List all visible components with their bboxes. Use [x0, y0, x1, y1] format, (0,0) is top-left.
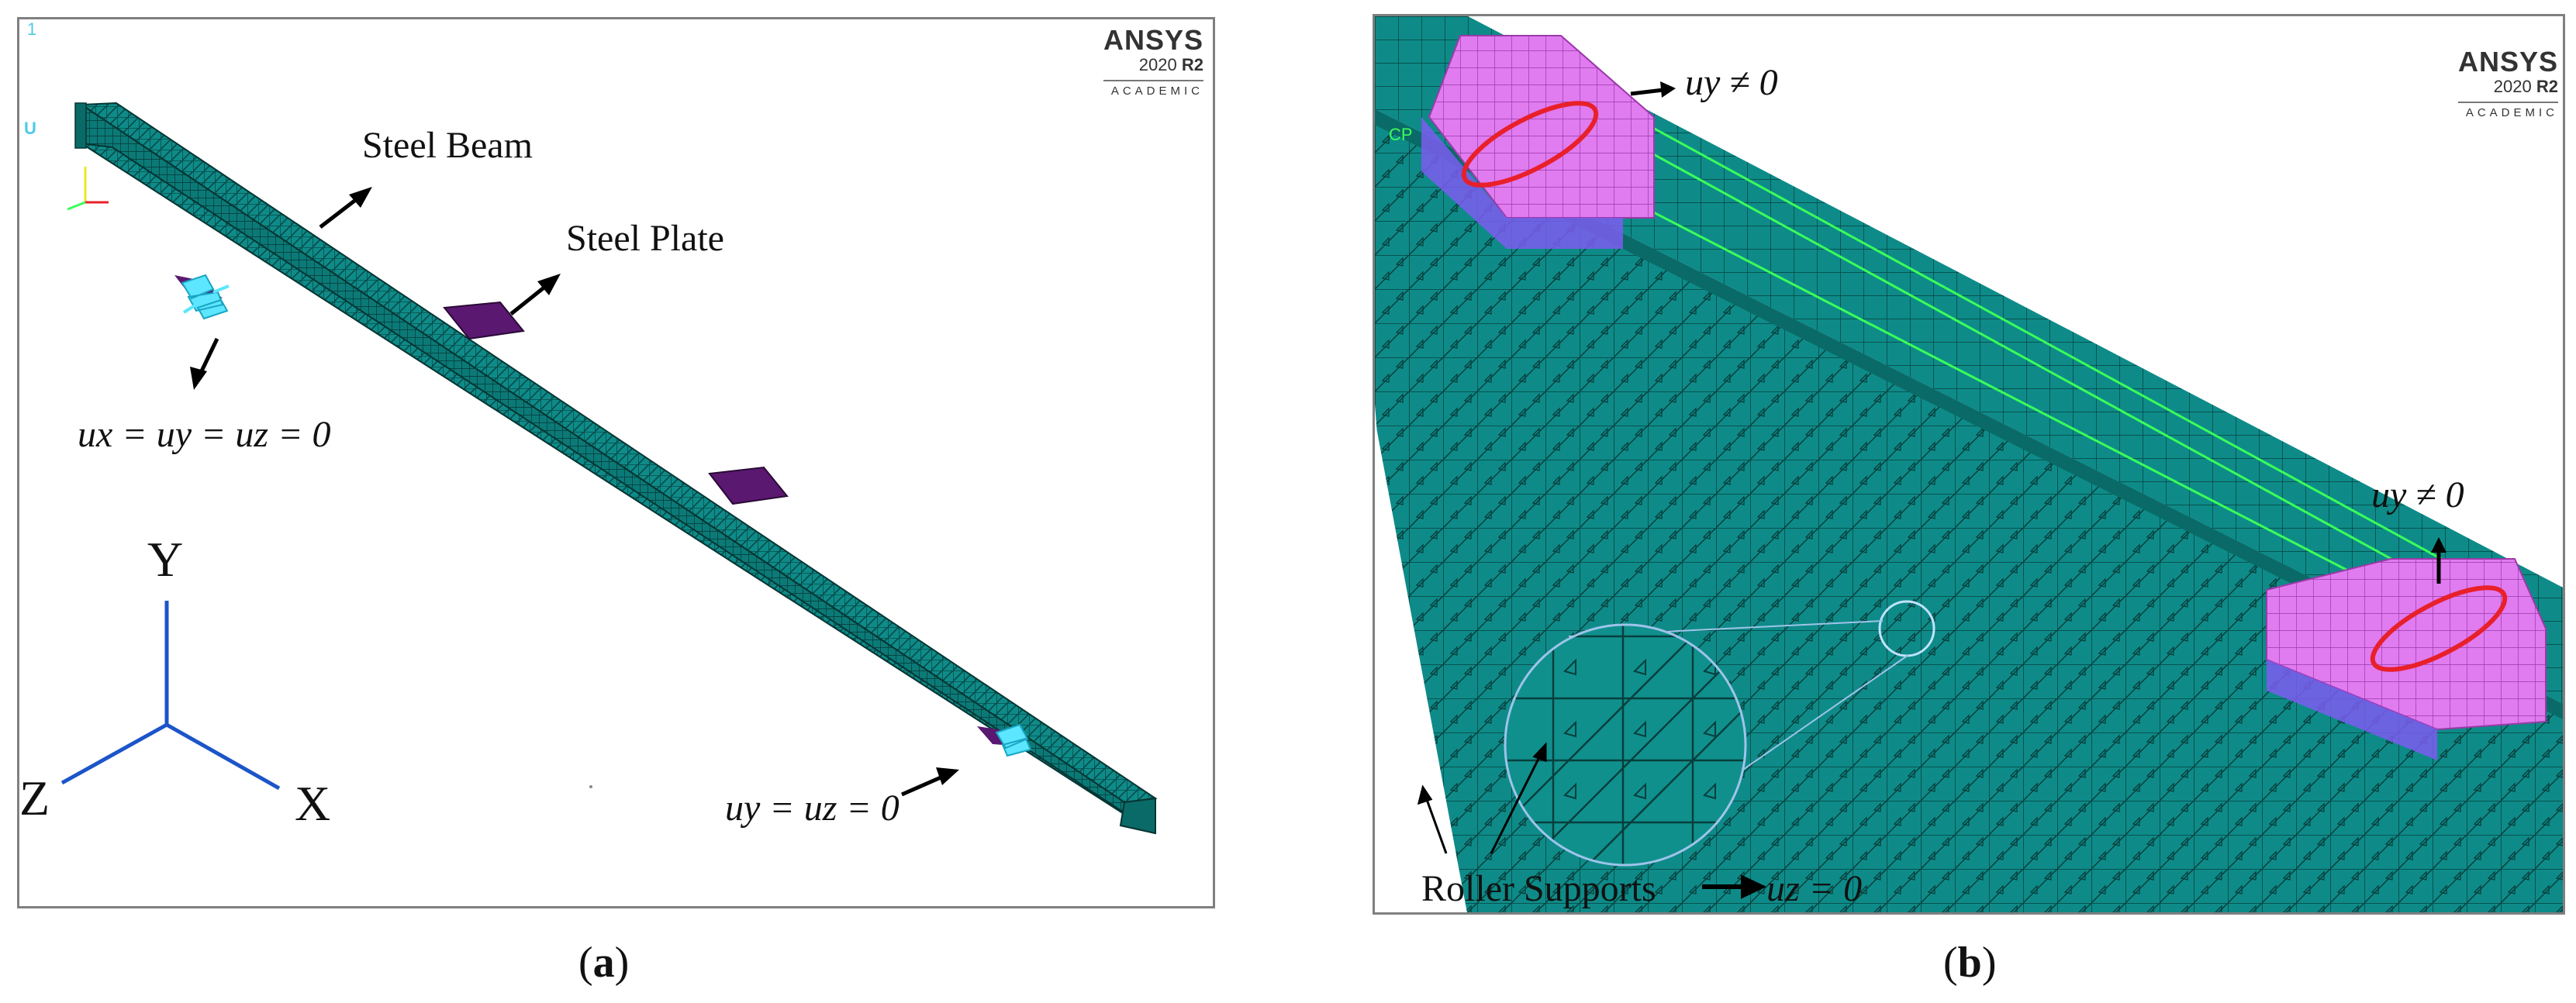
- panel-b-drawing: [1375, 16, 2563, 912]
- arrow-uy-right: [2431, 537, 2447, 584]
- flange-top-surface: [1375, 16, 2563, 704]
- caption-b: (b): [1943, 939, 1997, 987]
- contact-lines: [1498, 84, 2484, 630]
- highlight-top: [1461, 101, 1599, 188]
- arrow-steel-plate: [509, 274, 561, 315]
- label-roller-end: uy = uz = 0: [725, 788, 900, 829]
- label-roller-supports: Roller Supports: [1421, 868, 1656, 909]
- panel-b: CP ANSYS 2020 R2 ACADEMIC uy ≠ 0 uy ≠ 0 …: [1373, 14, 2565, 915]
- arrow-roller-1: [1417, 784, 1448, 854]
- label-uy-right: uy ≠ 0: [2371, 474, 2464, 515]
- steel-plate-2: [708, 466, 789, 505]
- steel-plate-top: [1421, 35, 1655, 249]
- global-axes: [60, 601, 281, 791]
- arrow-uy-top: [1630, 81, 1676, 98]
- label-uy-top: uy ≠ 0: [1685, 62, 1778, 103]
- caption-a: (a): [578, 939, 630, 987]
- label-fixed-support: ux = uy = uz = 0: [78, 414, 331, 455]
- axis-y-label: Y: [147, 532, 184, 587]
- axis-z-label: Z: [19, 770, 50, 825]
- panel-b-cp-label: CP: [1389, 125, 1413, 144]
- beam-end-face: [1119, 797, 1156, 835]
- arrow-fixed-support: [190, 337, 219, 390]
- label-steel-plate: Steel Plate: [566, 218, 724, 259]
- label-uz-zero: uz = 0: [1766, 868, 1863, 909]
- arrow-uz: [1702, 874, 1766, 899]
- ansys-logo-b: ANSYS 2020 R2 ACADEMIC: [2457, 46, 2558, 119]
- roller-end-support-marker: [977, 723, 1032, 757]
- panel-a-index: 1: [27, 19, 37, 39]
- beam-web: [81, 103, 1137, 823]
- local-triad: [67, 167, 109, 211]
- steel-plate-1: [443, 301, 525, 340]
- panel-a-u-label: U: [24, 119, 36, 138]
- arrow-roller-2: [1490, 742, 1547, 854]
- axis-x-label: X: [295, 776, 331, 831]
- panel-a: 1 U ANSYS 2020 R2 ACADEMIC Steel Beam St…: [17, 17, 1215, 908]
- panel-a-drawing: [60, 102, 1158, 835]
- ansys-logo-a: ANSYS 2020 R2 ACADEMIC: [1103, 24, 1203, 98]
- fixed-support-marker: [174, 274, 230, 320]
- arrow-roller-end: [900, 767, 959, 797]
- steel-plate-right: [2266, 558, 2547, 760]
- highlight-right: [2370, 585, 2508, 672]
- arrow-steel-beam: [319, 187, 372, 229]
- label-steel-beam: Steel Beam: [362, 125, 533, 166]
